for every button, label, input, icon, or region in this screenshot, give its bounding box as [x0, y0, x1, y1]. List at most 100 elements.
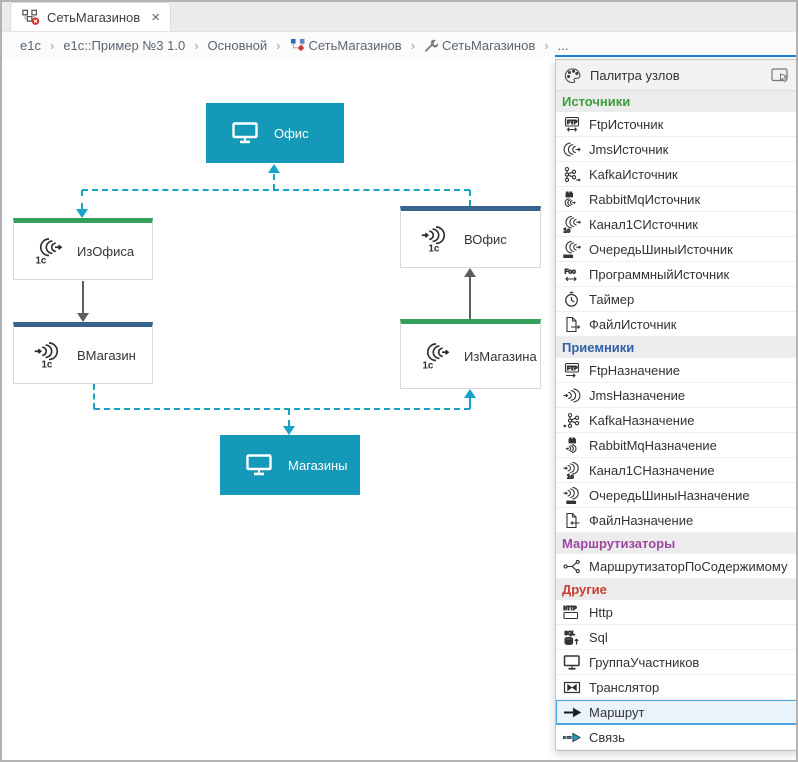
arrowhead: [464, 389, 476, 398]
palette-item-program-source[interactable]: ПрограммныйИсточник: [556, 262, 796, 287]
palette-item-translator[interactable]: Транслятор: [556, 675, 796, 700]
svg-text:1с: 1с: [36, 255, 47, 265]
palette-item-route[interactable]: Маршрут: [556, 700, 796, 725]
connection-link-tooffice-stub[interactable]: [469, 190, 471, 206]
palette-item-content-router[interactable]: МаршрутизаторПоСодержимому: [556, 554, 796, 579]
connection-link-to-stores[interactable]: [288, 409, 290, 426]
breadcrumb-item-e1c[interactable]: e1c: [20, 37, 41, 53]
arrowhead: [283, 426, 295, 435]
node-to-store[interactable]: 1с ВМагазин: [13, 322, 153, 384]
palette-item-rabbitmq-destination[interactable]: RabbitMqНазначение: [556, 433, 796, 458]
route-arrow-icon: [563, 704, 581, 721]
palette-item-rabbitmq-source[interactable]: RabbitMqИсточник: [556, 187, 796, 212]
participants-group-icon: [246, 454, 272, 476]
palette-section-destinations: Приемники: [556, 337, 796, 358]
jms-source-icon: [563, 141, 581, 158]
node-label: ИзМагазина: [464, 348, 537, 364]
palette-item-ftp-source[interactable]: FtpИсточник: [556, 112, 796, 137]
palette-section-routers: Маршрутизаторы: [556, 533, 796, 554]
flow-color-icon: [290, 38, 305, 52]
palette-header: Палитра узлов: [556, 60, 796, 91]
svg-text:1с: 1с: [429, 243, 440, 253]
chevron-right-icon: ›: [544, 37, 549, 53]
breadcrumb-item-project[interactable]: e1c::Пример №3 1.0: [63, 37, 186, 53]
kafka-source-icon: [563, 166, 581, 183]
node-label: ВМагазин: [77, 347, 136, 363]
palette-title: Палитра узлов: [590, 67, 680, 83]
file-destination-icon: [563, 512, 581, 529]
tab-title: СетьМагазинов: [47, 9, 141, 25]
palette-item-jms-destination[interactable]: JmsНазначение: [556, 383, 796, 408]
chevron-right-icon: ›: [410, 37, 416, 53]
channel-1c-destination-icon: 1с: [421, 226, 445, 253]
channel-1c-destination-icon: [563, 462, 581, 479]
connection-link-bottom[interactable]: [94, 408, 470, 410]
palette-item-file-source[interactable]: ФайлИсточник: [556, 312, 796, 337]
connection-route-fromoffice-tostore[interactable]: [82, 281, 84, 313]
connection-link-top[interactable]: [82, 189, 470, 191]
arrowhead: [464, 268, 476, 277]
pick-in-window-icon[interactable]: [771, 67, 789, 84]
participants-group-icon: [563, 654, 581, 671]
connection-link-tostore-stub[interactable]: [93, 384, 95, 409]
ftp-source-icon: [563, 116, 581, 133]
palette-item-channel1c-destination[interactable]: Канал1СНазначение: [556, 458, 796, 483]
arrowhead: [77, 313, 89, 322]
palette-item-link[interactable]: Связь: [556, 725, 796, 750]
breadcrumb-item-flow[interactable]: СетьМагазинов: [290, 38, 402, 53]
bus-queue-destination-icon: [563, 487, 581, 504]
palette-item-kafka-source[interactable]: KafkaИсточник: [556, 162, 796, 187]
svg-text:1с: 1с: [423, 360, 434, 370]
channel-1c-source-icon: 1с: [423, 343, 450, 370]
connection-link-tooffice-to-office[interactable]: [273, 174, 275, 190]
chevron-right-icon: ›: [276, 37, 281, 53]
palette-item-sql[interactable]: Sql: [556, 625, 796, 650]
breadcrumb-item-settings[interactable]: СетьМагазинов: [424, 38, 535, 53]
channel-1c-source-icon: 1с: [36, 238, 63, 265]
ftp-destination-icon: [563, 362, 581, 379]
palette-item-ftp-destination[interactable]: FtpНазначение: [556, 358, 796, 383]
close-icon[interactable]: ×: [151, 8, 160, 26]
palette-section-others: Другие: [556, 579, 796, 600]
arrowhead: [76, 209, 88, 218]
palette-item-timer[interactable]: Таймер: [556, 287, 796, 312]
node-label: Офис: [274, 125, 309, 141]
channel-1c-destination-icon: 1с: [34, 342, 58, 369]
svg-text:1с: 1с: [42, 359, 53, 369]
connection-link-office-to-fromoffice[interactable]: [81, 190, 83, 209]
channel-1c-source-icon: [563, 216, 581, 233]
node-label: ВОфис: [464, 231, 507, 247]
palette-item-participants-group[interactable]: ГруппаУчастников: [556, 650, 796, 675]
tab-setmagazinov[interactable]: СетьМагазинов ×: [10, 2, 171, 31]
node-office[interactable]: Офис: [206, 103, 344, 163]
connection-route-fromstore-tooffice[interactable]: [469, 277, 471, 319]
breadcrumb-item-main[interactable]: Основной: [207, 37, 268, 53]
palette-item-jms-source[interactable]: JmsИсточник: [556, 137, 796, 162]
palette-item-busqueue-source[interactable]: ОчередьШиныИсточник: [556, 237, 796, 262]
node-from-store[interactable]: 1с ИзМагазина: [400, 319, 541, 389]
timer-icon: [563, 291, 581, 308]
chevron-right-icon: ›: [194, 37, 199, 53]
bus-queue-source-icon: [563, 241, 581, 258]
palette-item-kafka-destination[interactable]: KafkaНазначение: [556, 408, 796, 433]
palette-item-busqueue-destination[interactable]: ОчередьШиныНазначение: [556, 483, 796, 508]
content-router-icon: [563, 558, 581, 575]
kafka-destination-icon: [563, 412, 581, 429]
palette-item-http[interactable]: Http: [556, 600, 796, 625]
http-icon: [563, 604, 581, 621]
chevron-right-icon: ›: [49, 37, 55, 53]
flow-error-icon: [22, 9, 40, 26]
palette-item-file-destination[interactable]: ФайлНазначение: [556, 508, 796, 533]
wrench-icon: [424, 38, 438, 52]
connection-link-to-fromstore[interactable]: [469, 398, 471, 409]
breadcrumb: e1c › e1c::Пример №3 1.0 › Основной › Се…: [2, 32, 796, 58]
node-to-office[interactable]: 1с ВОфис: [400, 206, 541, 268]
tab-bar: СетьМагазинов ×: [2, 2, 796, 32]
node-label: Магазины: [288, 457, 348, 473]
palette-section-sources: Источники: [556, 91, 796, 112]
node-label: ИзОфиса: [77, 243, 135, 259]
breadcrumb-item-current[interactable]: ...: [557, 37, 569, 53]
node-from-office[interactable]: 1с ИзОфиса: [13, 218, 153, 280]
palette-item-channel1c-source[interactable]: Канал1СИсточник: [556, 212, 796, 237]
node-stores[interactable]: Магазины: [220, 435, 360, 495]
